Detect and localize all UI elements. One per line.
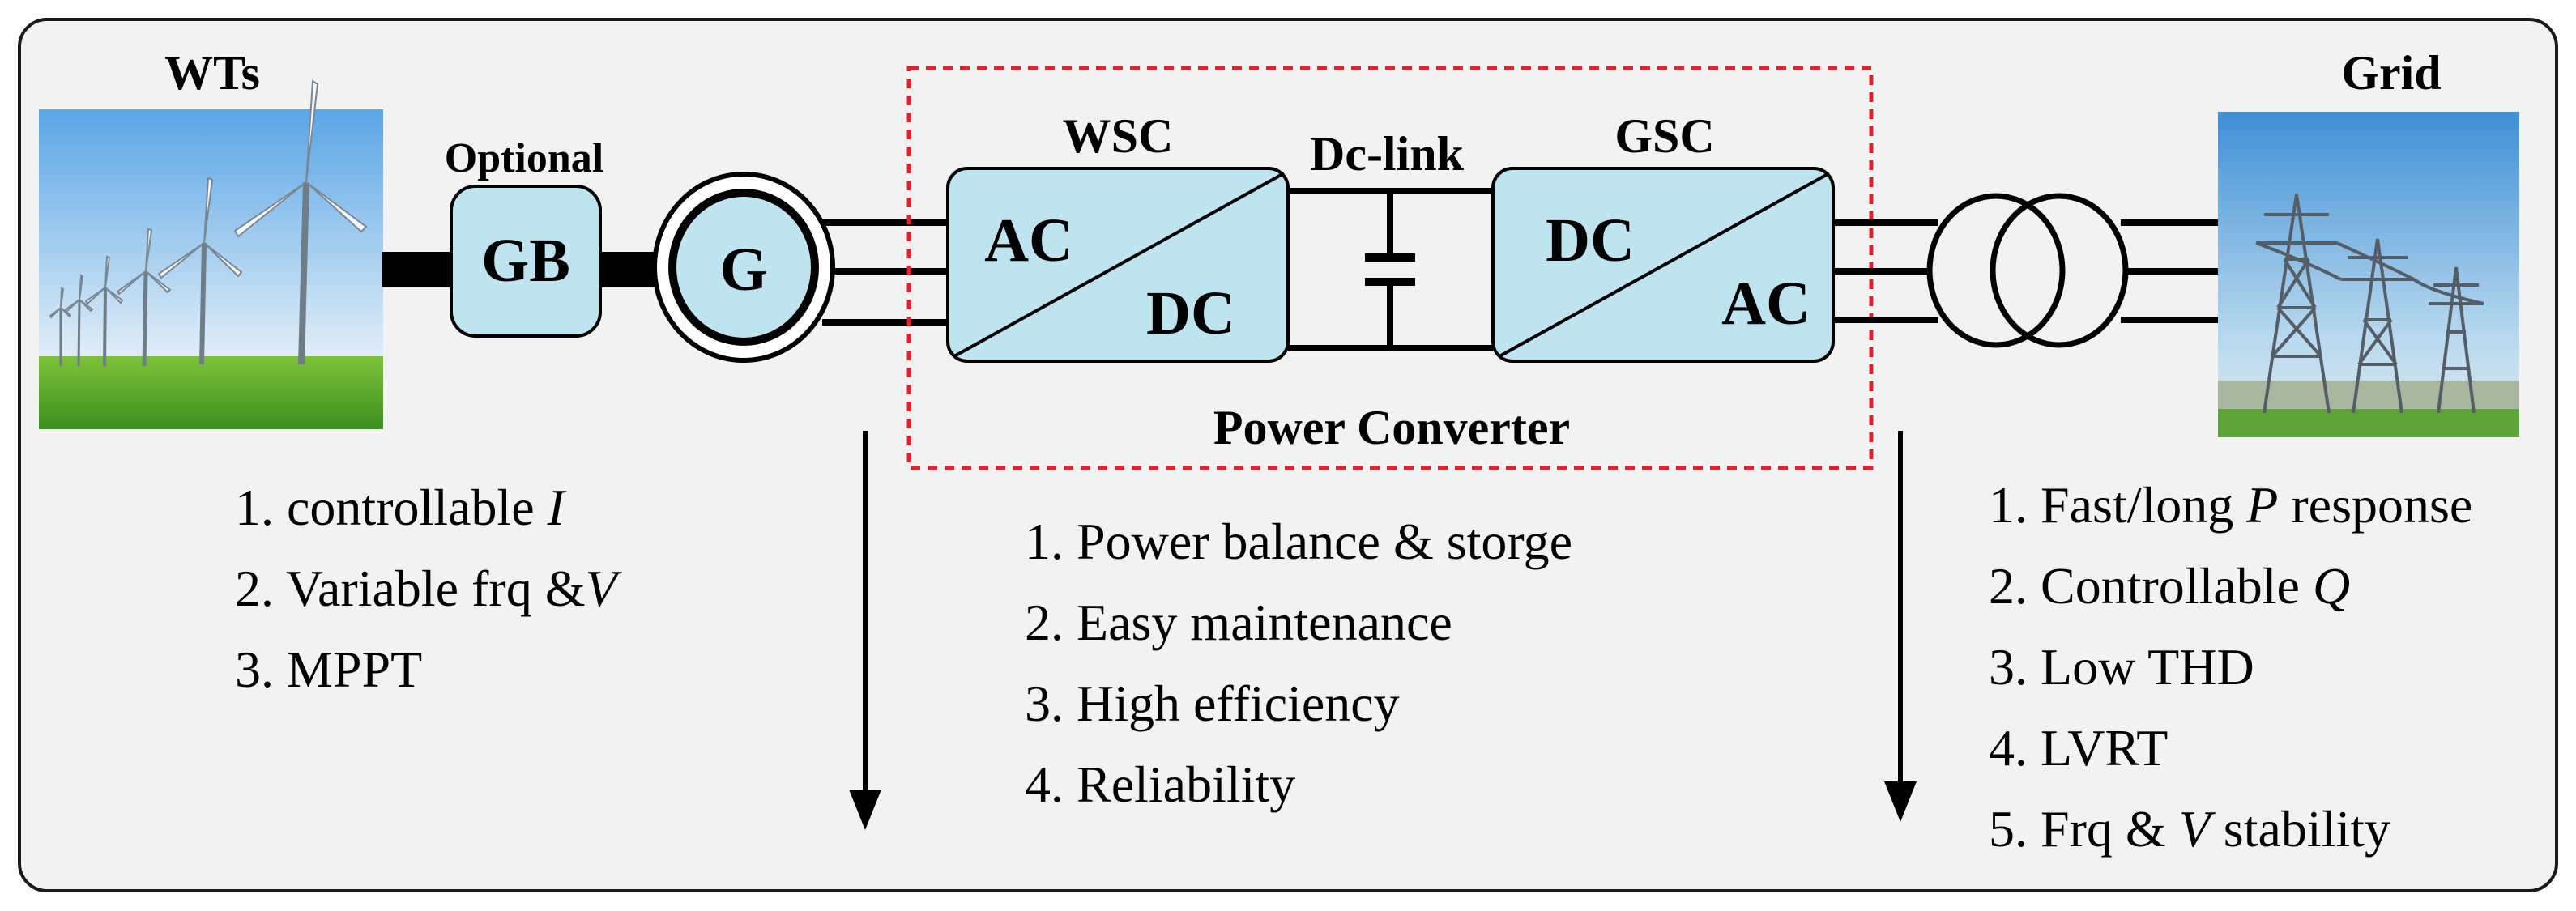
gearbox-block: [450, 185, 602, 338]
wsc-diagonal: [953, 172, 1285, 358]
phase-lines-transformer-grid: [2121, 219, 2218, 323]
wt-feature-list: 1. controllable I 2. Variable frq &V 3. MP…: [235, 479, 622, 698]
shaft-left: [382, 252, 450, 287]
grid-feature-item: 2. Controllable Q: [1989, 557, 2350, 615]
gsc-bottom-label: AC: [1721, 270, 1810, 338]
dc-link-wiring: [1288, 188, 1493, 351]
dc-link-title: Dc-link: [1310, 127, 1465, 181]
grid-transmission-image: [2218, 112, 2519, 437]
converter-feature-item: 2. Easy maintenance: [1025, 594, 1452, 651]
converter-feature-item: 1. Power balance & storge: [1025, 513, 1572, 570]
grid-feature-item: 5. Frq & V stability: [1989, 800, 2390, 858]
wsc-title: WSC: [1063, 109, 1174, 163]
generator-label: G: [719, 236, 767, 304]
grid-feature-item: 4. LVRT: [1989, 719, 2168, 777]
gsc-top-label: DC: [1546, 206, 1635, 275]
gsc-diagonal: [1499, 172, 1830, 358]
shaft-right: [599, 252, 658, 287]
arrow-left: [849, 431, 881, 830]
generator-inner: [668, 189, 819, 346]
wts-title: WTs: [164, 46, 260, 100]
wsc-top-label: AC: [984, 206, 1073, 275]
optional-label: Optional: [445, 135, 604, 181]
converter-feature-list: 1. Power balance & storge 2. Easy mainten…: [1025, 513, 1572, 813]
phase-lines-gen-wsc: [822, 219, 948, 326]
grid-feature-item: 1. Fast/long P response: [1989, 476, 2472, 534]
gearbox-label: GB: [481, 227, 570, 295]
grid-feature-item: 3. Low THD: [1989, 638, 2254, 696]
converter-feature-item: 4. Reliability: [1025, 756, 1295, 813]
wsc-bottom-label: DC: [1146, 279, 1235, 347]
diagram-frame: [18, 18, 2558, 892]
wt-feature-item: 3. MPPT: [235, 641, 422, 698]
wt-feature-item: 2. Variable frq &V: [235, 560, 622, 617]
grid-feature-list: 1. Fast/long P response 2. Controllable Q…: [1989, 476, 2472, 858]
wind-turbines-image: [39, 79, 383, 429]
converter-feature-item: 3. High efficiency: [1025, 675, 1400, 732]
transformer-icon: [1926, 193, 2129, 348]
capacitor-icon: [1365, 253, 1415, 286]
wt-feature-item: 1. controllable I: [235, 479, 567, 536]
grid-title: Grid: [2341, 46, 2441, 100]
power-converter-label: Power Converter: [1213, 401, 1570, 454]
arrow-right: [1884, 431, 1917, 822]
gsc-title: GSC: [1614, 109, 1714, 163]
phase-lines-gsc-transformer: [1833, 219, 1938, 323]
